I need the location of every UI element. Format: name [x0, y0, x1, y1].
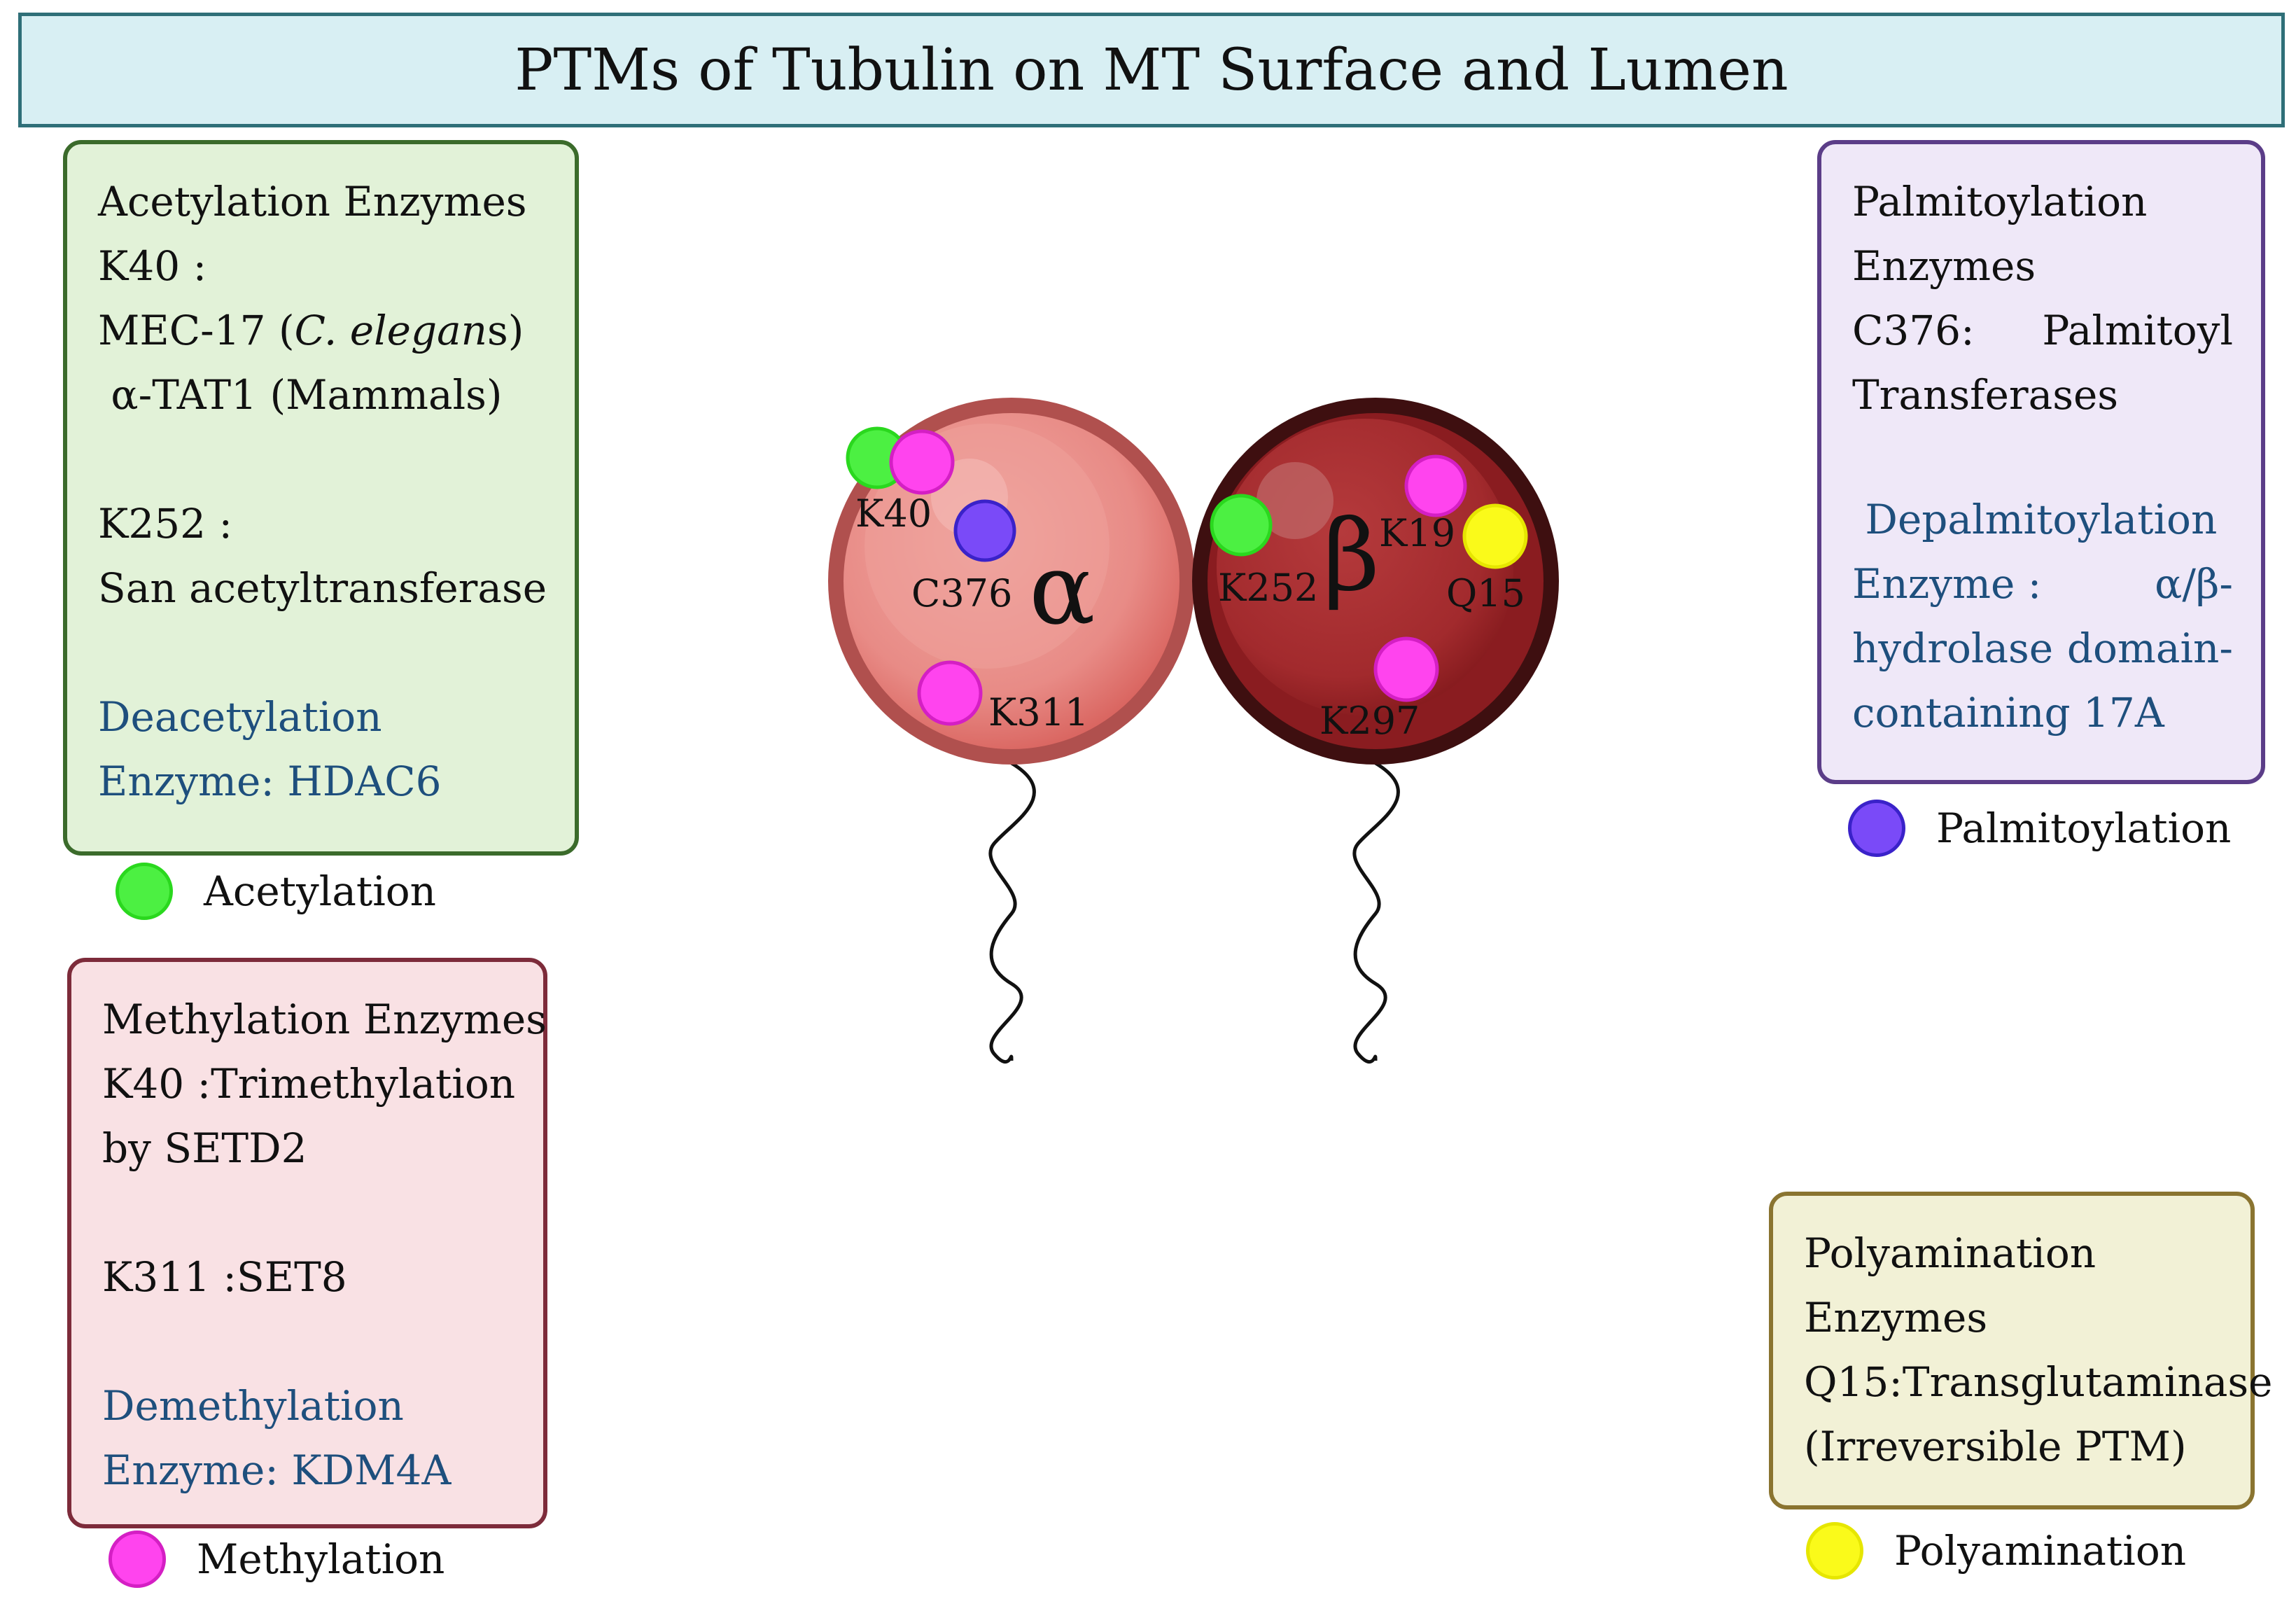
methylation-enzymes-box: Methylation Enzymes K40 :Trimethylation …: [67, 958, 547, 1528]
legend-polyamination: Polyamination: [1806, 1522, 2186, 1579]
beta-k19-methylation-dot: [1404, 454, 1467, 517]
alpha-k311-methylation-dot: [917, 660, 983, 726]
legend-palmitoylation: Palmitoylation: [1848, 800, 2231, 857]
acetylation-k252-label: K252 :: [98, 500, 233, 548]
beta-symbol: β: [1323, 499, 1380, 613]
methylation-k40-enzyme: by SETD2: [102, 1124, 307, 1172]
polyamination-line-3: Q15:Transglutaminase: [1804, 1358, 2273, 1406]
beta-q15-polyamination-dot: [1462, 503, 1528, 569]
palmitoylation-line-3: C376: Palmitoyl: [1852, 298, 2233, 363]
palmitoylation-line-2: Enzymes: [1852, 242, 2036, 290]
alpha-c376-label: C376: [911, 571, 1012, 615]
polyamination-enzymes-box: Polyamination Enzymes Q15:Transglutamina…: [1769, 1192, 2273, 1509]
legend-palmitoylation-label: Palmitoylation: [1936, 804, 2232, 852]
methylation-dot-icon: [108, 1530, 166, 1588]
beta-k252-acetylation-dot: [1210, 494, 1273, 557]
alpha-symbol: α: [1029, 533, 1096, 647]
palmitoylation-c376-label: C376:: [1852, 307, 1975, 354]
depalm-enzyme-b: hydrolase: [1852, 625, 2054, 672]
palmitoylation-line-4: Transferases: [1852, 371, 2119, 419]
methylation-k311-line: K311 :SET8: [102, 1253, 347, 1301]
acetylation-enzymes-box: Acetylation Enzymes K40 : MEC-17 (C. ele…: [63, 140, 579, 856]
polyamination-line-4: (Irreversible PTM): [1804, 1423, 2187, 1470]
depalmitoylation-line-2: Enzyme : α/β-: [1852, 552, 2233, 616]
methylation-k40-label: K40 :: [102, 1060, 211, 1108]
depalmitoylation-line-1: Depalmitoylation: [1852, 496, 2218, 543]
alpha-k311-label: K311: [988, 690, 1088, 734]
demethylation-line-2: Enzyme: KDM4A: [102, 1446, 451, 1494]
demethylation-line-1: Demethylation: [102, 1382, 404, 1430]
polyamination-line-2: Enzymes: [1804, 1294, 1988, 1341]
mec17-species: C. elegan: [294, 307, 488, 354]
alpha-k40-methylation-dot: [889, 429, 955, 495]
palmitoylation-enzymes-box: Palmitoylation Enzymes C376: Palmitoyl Tr…: [1817, 140, 2265, 784]
polyamination-dot-icon: [1806, 1522, 1863, 1579]
legend-acetylation: Acetylation: [115, 863, 436, 920]
palmitoylation-enzyme-a: Palmitoyl: [2042, 307, 2233, 354]
acetylation-dot-icon: [115, 863, 173, 920]
beta-k252-label: K252: [1218, 566, 1318, 610]
acetylation-heading: Acetylation Enzymes: [98, 178, 527, 225]
title-banner: PTMs of Tubulin on MT Surface and Lumen: [18, 13, 2285, 127]
legend-acetylation-label: Acetylation: [204, 867, 437, 915]
deacetylation-line-2: Enzyme: HDAC6: [98, 758, 442, 805]
polyamination-line-1: Polyamination: [1804, 1229, 2096, 1277]
depalmitoylation-line-4: containing 17A: [1852, 689, 2164, 737]
deacetylation-line-1: Deacetylation: [98, 693, 382, 741]
alpha-k40-label: K40: [855, 491, 932, 536]
acetylation-atat1-line: α-TAT1 (Mammals): [98, 371, 503, 419]
legend-methylation-label: Methylation: [197, 1535, 445, 1583]
beta-shine: [1256, 462, 1334, 539]
beta-k297-methylation-dot: [1373, 636, 1439, 702]
legend-methylation: Methylation: [108, 1530, 444, 1588]
legend-polyamination-label: Polyamination: [1894, 1527, 2187, 1575]
depalm-enzyme-c: domain-: [2066, 625, 2233, 672]
alpha-c376-palmitoylation-dot: [953, 499, 1016, 562]
palmitoylation-line-1: Palmitoylation: [1852, 178, 2148, 225]
depalmitoylation-line-3: hydrolase domain-: [1852, 616, 2233, 681]
alpha-tubulin: α K40 C376 K311: [828, 398, 1195, 765]
mec17-prefix: MEC-17 (: [98, 307, 295, 354]
mec17-suffix: s): [487, 307, 524, 354]
alpha-c-terminal-tail: [988, 761, 1036, 1064]
beta-k19-label: K19: [1379, 511, 1455, 555]
methylation-k40-line: K40 :Trimethylation: [102, 1052, 515, 1116]
acetylation-k252-enzyme: San acetyltransferase: [98, 564, 547, 612]
acetylation-k40-label: K40 :: [98, 242, 207, 290]
depalm-enzyme-a: α/β-: [2155, 560, 2233, 608]
beta-tubulin: β K19 Q15 K252 K297: [1192, 398, 1559, 765]
beta-k297-label: K297: [1320, 699, 1420, 743]
beta-c-terminal-tail: [1352, 761, 1400, 1064]
diagram-title: PTMs of Tubulin on MT Surface and Lumen: [514, 36, 1788, 104]
depalm-enzyme-label: Enzyme :: [1852, 560, 2042, 608]
methylation-k40-type: Trimethylation: [211, 1060, 516, 1108]
palmitoylation-dot-icon: [1848, 800, 1905, 857]
beta-q15-label: Q15: [1446, 571, 1525, 615]
acetylation-mec17-line: MEC-17 (C. elegans): [98, 298, 547, 363]
